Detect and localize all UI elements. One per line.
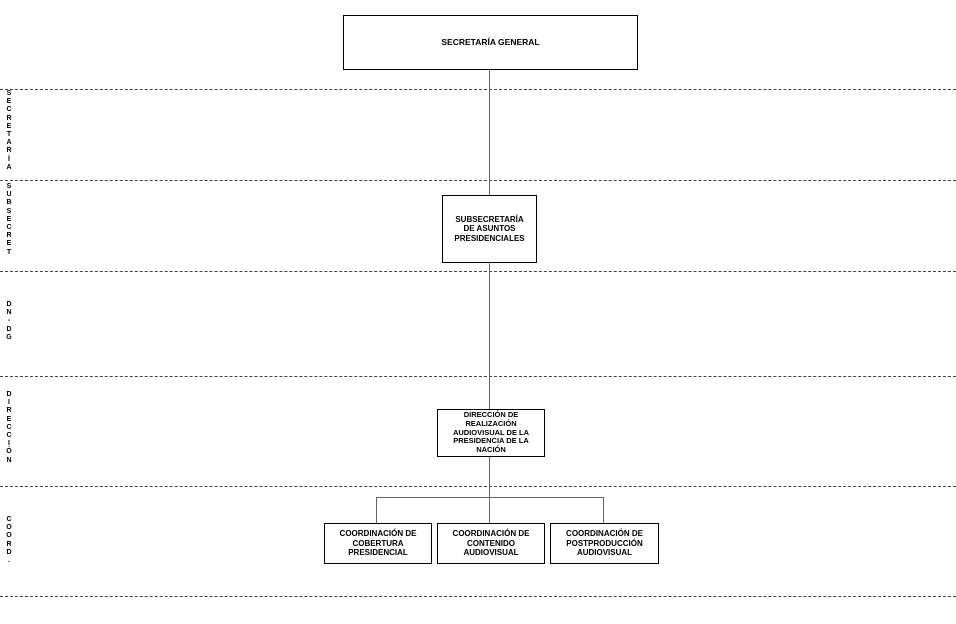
box-label: SUBSECRETARÍA DE ASUNTOS PRESIDENCIALES — [454, 214, 525, 243]
level-label-letter: R — [6, 147, 12, 155]
level-label-letter: O — [6, 524, 12, 532]
level-label-letter: C — [6, 106, 12, 114]
level-divider — [0, 596, 956, 597]
level-label-letter: C — [6, 423, 12, 431]
level-label-letter: E — [6, 215, 12, 223]
box-coord-cobertura: COORDINACIÓN DE COBERTURA PRESIDENCIAL — [324, 523, 432, 564]
box-secretaria-general: SECRETARÍA GENERAL — [343, 15, 638, 70]
level-label-letter: B — [6, 199, 12, 207]
box-label: DIRECCIÓN DE REALIZACIÓN AUDIOVISUAL DE … — [452, 410, 530, 455]
level-divider — [0, 376, 956, 377]
level-divider — [0, 486, 956, 487]
connector-line — [489, 262, 490, 409]
level-label-letter: S — [6, 183, 12, 190]
level-label-letter: O — [6, 532, 12, 540]
level-label-letter: E — [6, 415, 12, 423]
level-label-letter: I — [8, 399, 10, 407]
level-label-letter: E — [6, 122, 12, 130]
level-label-letter: - — [7, 317, 11, 325]
level-label-letter: E — [6, 240, 12, 248]
level-label-letter: . — [8, 557, 10, 565]
level-label-letter: I — [8, 440, 10, 448]
level-label-letter: N — [6, 456, 12, 464]
box-subsecretaria: SUBSECRETARÍA DE ASUNTOS PRESIDENCIALES — [442, 195, 537, 263]
box-coord-postproduccion: COORDINACIÓN DE POSTPRODUCCIÓN AUDIOVISU… — [550, 523, 659, 564]
level-label-letter: G — [6, 333, 12, 341]
level-label-letter: D — [6, 548, 12, 556]
level-label-letter: R — [6, 232, 12, 240]
connector-line — [489, 456, 490, 523]
connector-line — [376, 497, 604, 498]
level-label-letter: C — [6, 516, 12, 523]
level-label-letter: S — [6, 90, 12, 97]
level-label-letter: D — [6, 325, 12, 333]
level-label-letter: U — [6, 191, 12, 199]
box-label: COORDINACIÓN DE COBERTURA PRESIDENCIAL — [339, 529, 417, 558]
level-label-letter: T — [6, 248, 12, 256]
level-label-letter: T — [6, 131, 12, 139]
level-label-letter: E — [6, 98, 12, 106]
level-label-letter: R — [6, 114, 12, 122]
connector-line — [376, 497, 377, 523]
level-label-letter: S — [6, 207, 12, 215]
level-label-letter: N — [6, 309, 12, 317]
level-label-letter: D — [6, 301, 12, 308]
level-label-letter: R — [6, 540, 12, 548]
level-label-letter: C — [6, 224, 12, 232]
box-label: COORDINACIÓN DE CONTENIDO AUDIOVISUAL — [452, 529, 530, 558]
level-divider — [0, 180, 956, 181]
level-label-letter: D — [6, 391, 12, 398]
level-label-letter: Ó — [6, 448, 12, 456]
level-label-letter: Í — [8, 155, 10, 163]
level-label-letter: A — [6, 163, 12, 171]
box-label: SECRETARÍA GENERAL — [441, 36, 540, 47]
level-divider — [0, 271, 956, 272]
connector-line — [489, 69, 490, 195]
level-label-letter: R — [6, 407, 12, 415]
box-coord-contenido: COORDINACIÓN DE CONTENIDO AUDIOVISUAL — [437, 523, 545, 564]
connector-line — [603, 497, 604, 523]
level-divider — [0, 89, 956, 90]
level-label-letter: A — [6, 139, 12, 147]
box-label: COORDINACIÓN DE POSTPRODUCCIÓN AUDIOVISU… — [566, 529, 643, 558]
box-direccion: DIRECCIÓN DE REALIZACIÓN AUDIOVISUAL DE … — [437, 409, 545, 457]
level-label-letter: C — [6, 432, 12, 440]
